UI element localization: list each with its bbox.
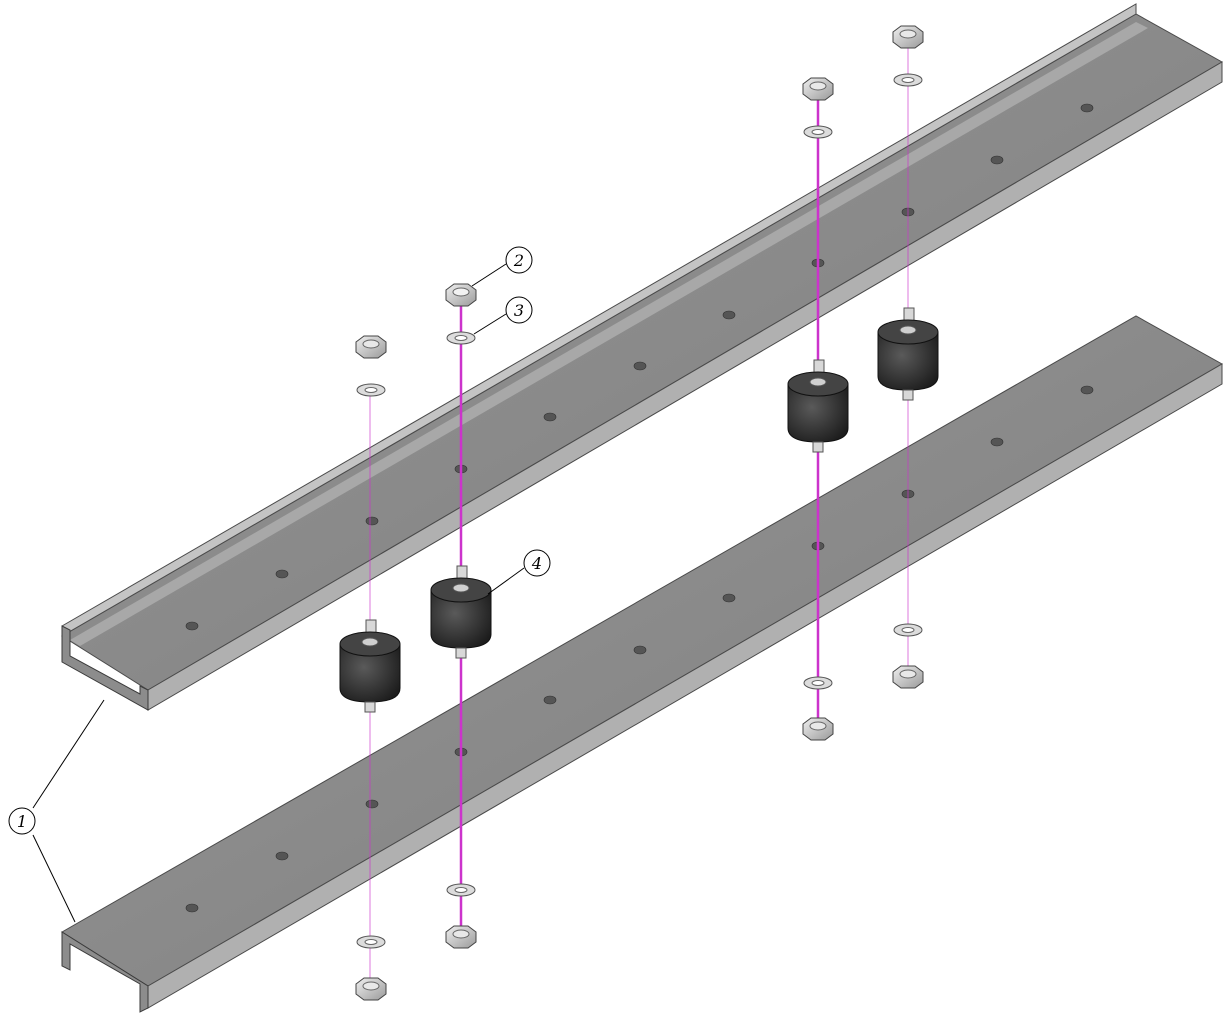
upper-channel-web <box>61 13 1224 691</box>
nut <box>802 717 834 741</box>
upper-channel <box>61 3 1224 711</box>
hole <box>275 851 289 861</box>
hole <box>365 799 379 809</box>
washer <box>803 676 833 690</box>
hole <box>722 593 736 603</box>
callout-label-1: 1 <box>17 812 27 831</box>
leader-line-2 <box>471 263 507 287</box>
washer <box>446 883 476 897</box>
callout-label-4: 4 <box>531 554 542 573</box>
nut <box>892 25 924 49</box>
hole <box>1080 385 1094 395</box>
nut <box>445 925 477 949</box>
upper-channel-rear-flange <box>61 3 1137 637</box>
callout-circle-1 <box>8 807 36 835</box>
hole <box>990 437 1004 447</box>
hole <box>722 310 736 320</box>
lower-channel-end-profile <box>61 931 149 1013</box>
hole <box>990 155 1004 165</box>
rubber-mount <box>877 307 939 401</box>
leader-line-4 <box>487 567 525 595</box>
washer <box>356 935 386 949</box>
hole <box>543 695 557 705</box>
washer <box>356 383 386 397</box>
callout-label-3: 3 <box>514 301 524 320</box>
hole <box>1080 103 1094 113</box>
callout-label-2: 2 <box>513 251 524 270</box>
hole <box>365 516 379 526</box>
hole <box>633 361 647 371</box>
rubber-mounts <box>339 307 939 713</box>
hole <box>275 569 289 579</box>
upper-channel-end-profile <box>61 625 149 711</box>
hole <box>185 621 199 631</box>
rubber-mount <box>787 359 849 453</box>
leader-line-1b <box>32 834 76 923</box>
nut <box>355 335 387 359</box>
callout-circle-2 <box>505 246 533 274</box>
upper-channel-inner-floor <box>70 22 1148 646</box>
nut <box>355 977 387 1001</box>
washer <box>446 331 476 345</box>
hole <box>633 645 647 655</box>
callout-circle-3 <box>505 296 533 324</box>
nut <box>892 665 924 689</box>
callout-circle-4 <box>523 549 551 577</box>
leader-line-3 <box>473 313 507 335</box>
washer <box>893 623 923 637</box>
rubber-mount <box>430 565 492 659</box>
rubber-mount <box>339 619 401 713</box>
callouts <box>8 246 551 923</box>
lower-channel-holes <box>185 385 1094 913</box>
hole <box>185 903 199 913</box>
lower-channel-front-flange <box>147 363 1223 1009</box>
hole <box>543 412 557 422</box>
lower-channel <box>61 315 1224 1013</box>
fasteners <box>355 25 924 1001</box>
leader-line-1a <box>32 699 105 809</box>
washer <box>803 125 833 139</box>
nut <box>445 283 477 307</box>
washer <box>893 73 923 87</box>
callout-labels: 1 2 3 4 <box>17 251 542 831</box>
nut <box>802 77 834 101</box>
